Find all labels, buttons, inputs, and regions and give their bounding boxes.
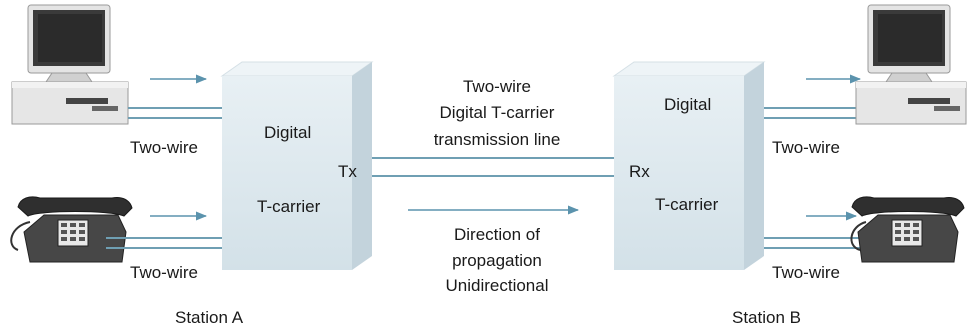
station-b-port: Rx <box>629 162 650 181</box>
line-label-2: Digital T-carrier <box>440 103 555 122</box>
station-a-box-line2: T-carrier <box>257 197 321 216</box>
line-label-1: Two-wire <box>463 77 531 96</box>
transmission-line <box>372 157 614 177</box>
station-b-box-line2: T-carrier <box>655 195 719 214</box>
station-a-t-carrier-box <box>220 61 374 270</box>
station-b-phone-wires <box>764 237 872 249</box>
station-a-wire-label-bottom: Two-wire <box>130 263 198 282</box>
station-b-computer <box>855 4 967 125</box>
line-label-3: transmission line <box>434 130 561 149</box>
direction-label-1: Direction of <box>454 225 540 244</box>
station-a-phone-wires <box>106 237 222 249</box>
telephone-icon <box>10 196 133 263</box>
station-a-phone <box>10 196 133 263</box>
computer-icon <box>855 4 967 125</box>
station-a-computer <box>11 4 129 125</box>
station-b-box-line1: Digital <box>664 95 711 114</box>
telephone-icon <box>850 196 965 263</box>
station-b-wire-label-top: Two-wire <box>772 138 840 157</box>
station-b-label: Station B <box>732 308 801 327</box>
station-b-computer-wires <box>764 107 862 119</box>
station-a-label: Station A <box>175 308 244 327</box>
station-a-box-line1: Digital <box>264 123 311 142</box>
station-a-port: Tx <box>338 162 357 181</box>
station-b-t-carrier-box <box>612 61 766 270</box>
station-a-wire-label-top: Two-wire <box>130 138 198 157</box>
direction-label-3: Unidirectional <box>446 276 549 295</box>
station-b-wire-label-bottom: Two-wire <box>772 263 840 282</box>
direction-label-2: propagation <box>452 251 542 270</box>
computer-icon <box>11 4 129 125</box>
station-b-phone <box>850 196 965 263</box>
station-a-computer-wires <box>128 107 222 119</box>
